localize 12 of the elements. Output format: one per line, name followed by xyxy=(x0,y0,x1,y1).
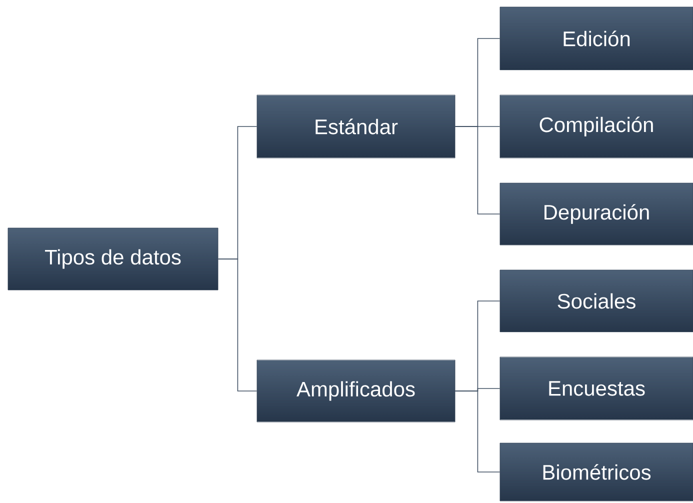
category-box: Amplificados xyxy=(256,360,456,422)
category-box: Biométricos xyxy=(500,442,693,502)
category-box: Encuestas xyxy=(500,356,693,420)
category-box: Estándar xyxy=(256,94,456,158)
connector-line xyxy=(454,126,500,214)
category-box: Depuración xyxy=(500,182,693,246)
category-box: Compilación xyxy=(500,94,693,158)
category-box: Sociales xyxy=(500,270,693,332)
connector-line xyxy=(454,390,500,472)
connector-line xyxy=(218,258,258,392)
category-box: Edición xyxy=(500,6,693,70)
category-box: Tipos de datos xyxy=(8,228,218,290)
